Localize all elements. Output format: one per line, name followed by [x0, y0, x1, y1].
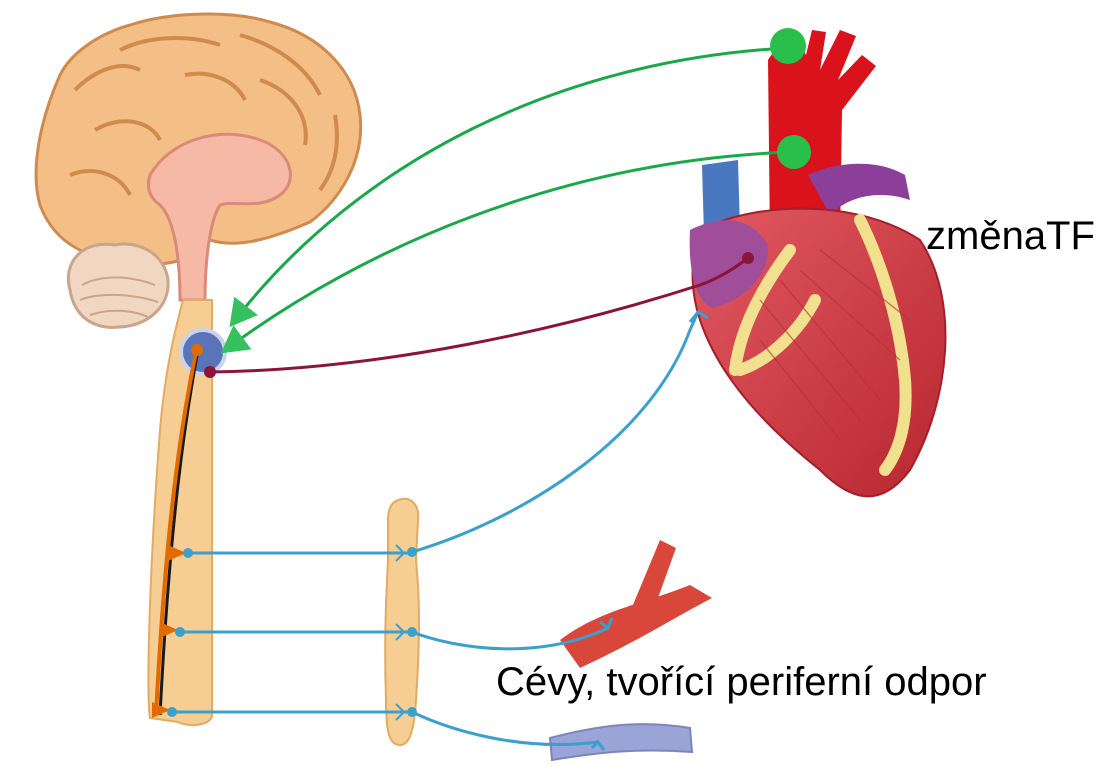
cardiovascular-center	[181, 330, 225, 374]
vein-icon	[550, 724, 692, 760]
heart-rate-change-label: změnaTF	[926, 214, 1095, 259]
brain-icon	[36, 14, 361, 327]
heart-icon	[690, 30, 946, 496]
aortic-baroreceptor	[770, 28, 806, 64]
carotid-baroreceptor	[777, 135, 811, 169]
cardiac-afferent	[204, 252, 754, 378]
peripheral-vessels-label: Cévy, tvořící periferní odpor	[496, 660, 987, 705]
artery-icon	[560, 540, 712, 668]
